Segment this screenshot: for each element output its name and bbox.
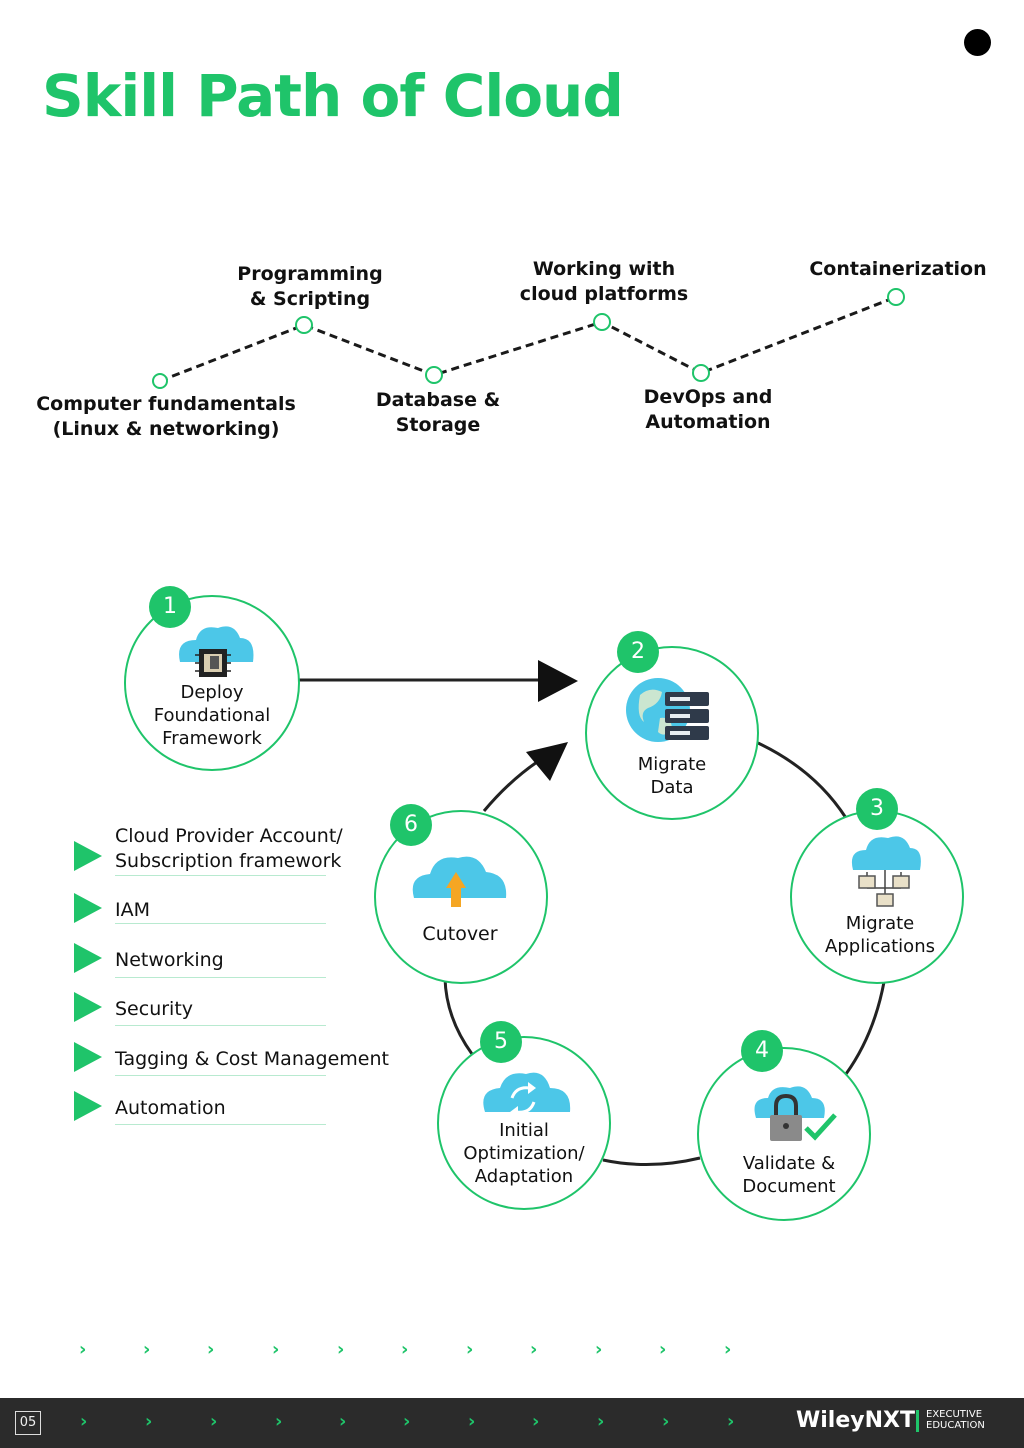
chevron-right-icon: › — [403, 1411, 411, 1432]
skill-node-1 — [152, 373, 168, 389]
brand-logo: WileyNXT — [796, 1408, 915, 1433]
triangle-bullet-icon — [74, 1041, 102, 1072]
skill-label-programming: Programming & Scripting — [237, 263, 383, 310]
skill-label-computer-fundamentals: Computer fundamentals (Linux & networkin… — [36, 393, 296, 440]
step-label-3: Migrate Applications — [825, 913, 935, 957]
step-number-5: 5 — [480, 1021, 522, 1063]
chevron-right-icon: › — [401, 1339, 409, 1360]
globe-server-icon — [626, 678, 709, 742]
triangle-bullet-icon — [74, 841, 102, 871]
list-item: Security — [72, 989, 432, 1039]
chevron-row-top: › › › › › › › › › › › — [0, 1340, 1024, 1360]
footer: › › › › › › › › › › › 05 WileyNXT EXECUTIVE EDUCAT… — [0, 1398, 1024, 1448]
step-number-2: 2 — [617, 631, 659, 673]
cloud-sync-icon — [483, 1072, 571, 1118]
brand-subtitle: EXECUTIVE EDUCATION — [926, 1409, 985, 1431]
cloud-network-icon — [851, 836, 921, 907]
chevron-right-icon: › — [727, 1411, 735, 1432]
step-number-3: 3 — [856, 788, 898, 830]
divider — [115, 1074, 326, 1076]
chevron-right-icon: › — [659, 1339, 667, 1360]
step-number-6: 6 — [390, 804, 432, 846]
skill-label-database: Database & Storage — [375, 389, 501, 436]
chevron-right-icon: › — [662, 1411, 670, 1432]
chevron-right-icon: › — [207, 1339, 215, 1360]
skill-node-3 — [425, 366, 443, 384]
skill-node-6 — [887, 288, 905, 306]
step-label-4: Validate & Document — [742, 1153, 836, 1197]
skill-path-line — [152, 288, 905, 389]
triangle-bullet-icon — [74, 893, 102, 923]
chevron-row-footer: › › › › › › › › › › › — [0, 1412, 1024, 1432]
triangle-bullet-icon — [74, 1091, 102, 1121]
list-item: IAM — [72, 890, 432, 940]
chevron-right-icon: › — [272, 1339, 280, 1360]
arrow-head-right — [538, 660, 578, 702]
step-label-6: Cutover — [422, 923, 498, 945]
chevron-right-icon: › — [210, 1411, 218, 1432]
chevron-right-icon: › — [724, 1339, 732, 1360]
skill-node-4 — [593, 313, 611, 331]
arrow-head-up — [526, 742, 568, 781]
skill-label-devops: DevOps and Automation — [643, 386, 773, 433]
chevron-right-icon: › — [466, 1339, 474, 1360]
chevron-right-icon: › — [80, 1411, 88, 1432]
divider — [115, 875, 326, 876]
step-circle-1 — [124, 595, 300, 771]
divider — [115, 1025, 326, 1026]
triangle-bullet-icon — [74, 942, 102, 973]
step-number-4: 4 — [741, 1030, 783, 1072]
chevron-right-icon: › — [79, 1339, 87, 1360]
chevron-right-icon: › — [597, 1411, 605, 1432]
page-number: 05 — [15, 1411, 41, 1435]
skill-node-5 — [692, 364, 710, 382]
divider — [115, 923, 326, 924]
step-number-1: 1 — [149, 586, 191, 628]
chevron-right-icon: › — [337, 1339, 345, 1360]
triangle-bullet-icon — [74, 992, 102, 1022]
divider — [115, 1124, 326, 1125]
cloud-chip-icon — [179, 626, 254, 677]
divider — [115, 976, 326, 978]
cloud-upload-icon — [412, 856, 507, 907]
list-item: Cloud Provider Account/ Subscription fra… — [72, 820, 432, 890]
migration-cycle-diagram — [124, 595, 964, 1221]
step-label-2: Migrate Data — [637, 754, 707, 798]
chevron-right-icon: › — [532, 1411, 540, 1432]
step-label-5: Initial Optimization/ Adaptation — [463, 1120, 585, 1187]
skill-node-2 — [295, 316, 313, 334]
chevron-right-icon: › — [339, 1411, 347, 1432]
cloud-lock-check-icon — [754, 1086, 837, 1141]
chevron-right-icon: › — [145, 1411, 153, 1432]
step-label-1: Deploy Foundational Framework — [153, 682, 271, 749]
chevron-right-icon: › — [275, 1411, 283, 1432]
list-item: Automation — [72, 1088, 432, 1138]
skill-label-containerization: Containerization — [809, 258, 987, 280]
framework-list: Cloud Provider Account/ Subscription fra… — [72, 820, 432, 1138]
chevron-right-icon: › — [468, 1411, 476, 1432]
black-dot-marker — [964, 29, 991, 56]
step-circle-5 — [437, 1036, 611, 1210]
list-item: Networking — [72, 940, 432, 990]
chevron-right-icon: › — [530, 1339, 538, 1360]
chevron-right-icon: › — [143, 1339, 151, 1360]
page-title: Skill Path of Cloud — [42, 62, 624, 130]
list-item: Tagging & Cost Management — [72, 1039, 432, 1089]
brand-divider — [916, 1410, 919, 1432]
skill-label-cloud-platforms: Working with cloud platforms — [519, 258, 689, 305]
chevron-right-icon: › — [595, 1339, 603, 1360]
